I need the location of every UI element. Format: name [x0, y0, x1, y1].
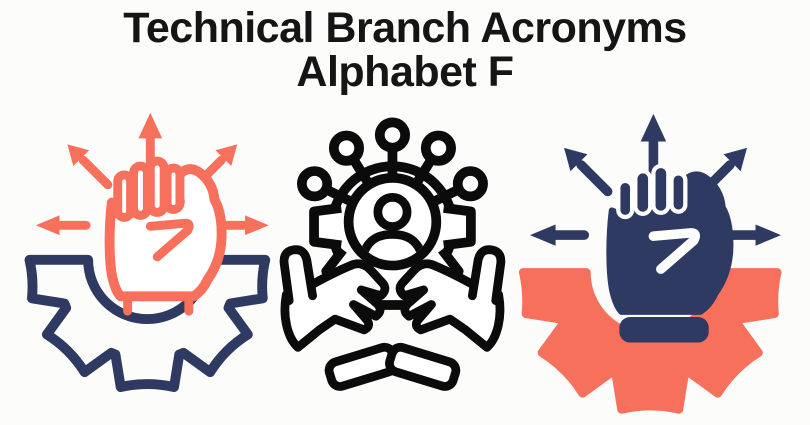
fist-cuff — [619, 316, 710, 343]
fist-fingers — [113, 156, 185, 222]
raised-fist-filled — [610, 163, 731, 343]
raised-fist-outline — [110, 156, 222, 316]
page-title: Technical Branch Acronyms Alphabet F — [0, 0, 810, 95]
hands-gear-network-icon — [277, 117, 514, 400]
icon-row — [0, 98, 810, 419]
fist-gear-outline-icon — [20, 98, 277, 396]
fist-gear-filled-icon — [513, 98, 790, 419]
person-icon — [355, 192, 429, 261]
fist-cuff — [118, 291, 199, 316]
title-line-2: Alphabet F — [296, 47, 514, 96]
title-line-1: Technical Branch Acronyms — [123, 4, 687, 52]
fist-fingers — [616, 163, 688, 219]
